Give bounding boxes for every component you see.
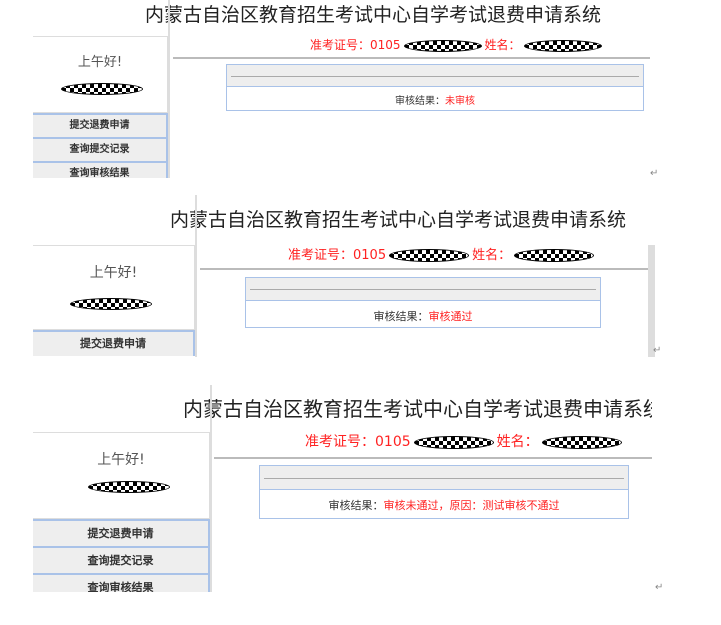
redacted-id-mask [413, 435, 494, 449]
redacted-name-mask [541, 435, 622, 449]
return-mark: ↵ [653, 345, 662, 356]
page-title: 内蒙古自治区教育招生考试中心自学考试退费申请系统 [183, 397, 652, 421]
review-result: 审核结果：审核未通过，原因：测试审核不通过 [260, 497, 628, 513]
redacted-id-mask [403, 39, 482, 52]
return-mark: ↵ [655, 582, 664, 593]
result-value: 未审核 [445, 96, 475, 107]
result-value: 审核未通过，原因：测试审核不通过 [383, 499, 560, 512]
redacted-name-mask [88, 481, 170, 493]
redacted-name-mask [61, 83, 143, 95]
result-box: 审核结果：审核通过 [245, 277, 601, 328]
screenshot-approved: 内蒙古自治区教育招生考试中心自学考试退费申请系统 上午好! 提交退费申请 准考证… [33, 195, 657, 357]
result-label: 审核结果： [395, 96, 445, 107]
review-result: 审核结果：未审核 [227, 92, 643, 107]
name-label: 姓名： [496, 434, 539, 450]
redacted-id-mask [389, 249, 470, 262]
name-label: 姓名： [484, 38, 521, 52]
result-box-header [227, 65, 643, 87]
menu-query-result[interactable]: 查询审核结果 [33, 161, 168, 178]
menu-submit-refund[interactable]: 提交退费申请 [33, 519, 210, 546]
user-info: 准考证号：0105 姓名： [305, 431, 625, 451]
exam-id-label: 准考证号：0105 [310, 38, 401, 52]
exam-id-label: 准考证号：0105 [288, 248, 387, 263]
result-box: 审核结果：审核未通过，原因：测试审核不通过 [259, 465, 629, 519]
result-box-header [260, 466, 628, 490]
return-mark: ↵ [650, 168, 659, 179]
result-value: 审核通过 [428, 310, 473, 323]
greeting-card: 上午好! [33, 432, 210, 519]
greeting-text: 上午好! [77, 55, 123, 70]
menu-submit-refund[interactable]: 提交退费申请 [33, 330, 195, 356]
greeting-card: 上午好! [33, 245, 195, 330]
page-title: 内蒙古自治区教育招生考试中心自学考试退费申请系统 [145, 4, 602, 26]
result-label: 审核结果： [328, 499, 384, 512]
screenshot-rejected: 内蒙古自治区教育招生考试中心自学考试退费申请系统 上午好! 提交退费申请 查询提… [33, 385, 652, 592]
sidebar: 上午好! 提交退费申请 [33, 195, 197, 357]
result-box-header [246, 278, 600, 301]
result-label: 审核结果： [373, 310, 429, 323]
greeting-text: 上午好! [97, 452, 145, 468]
divider [200, 268, 648, 270]
page-title: 内蒙古自治区教育招生考试中心自学考试退费申请系统 [170, 209, 627, 231]
divider [214, 457, 652, 459]
review-result: 审核结果：审核通过 [246, 308, 600, 324]
greeting-text: 上午好! [89, 265, 138, 281]
greeting-card: 上午好! [33, 36, 168, 113]
screenshot-unreviewed: 内蒙古自治区教育招生考试中心自学考试退费申请系统 上午好! 提交退费申请 查询提… [33, 0, 650, 178]
menu-query-records[interactable]: 查询提交记录 [33, 546, 210, 573]
redacted-name-mask [514, 249, 595, 262]
divider [173, 57, 650, 59]
menu-submit-refund[interactable]: 提交退费申请 [33, 113, 168, 137]
user-info: 准考证号：0105 姓名： [288, 244, 597, 263]
menu-query-result[interactable]: 查询审核结果 [33, 573, 210, 592]
sidebar: 上午好! 提交退费申请 查询提交记录 查询审核结果 [33, 385, 212, 592]
exam-id-label: 准考证号：0105 [305, 434, 411, 450]
user-info: 准考证号：0105 姓名： [310, 36, 605, 53]
redacted-name-mask [70, 298, 152, 310]
scrollbar[interactable] [648, 245, 655, 357]
name-label: 姓名： [472, 248, 512, 263]
redacted-name-mask [523, 39, 602, 52]
sidebar: 上午好! 提交退费申请 查询提交记录 查询审核结果 [33, 0, 170, 178]
menu-query-records[interactable]: 查询提交记录 [33, 137, 168, 161]
result-box: 审核结果：未审核 [226, 64, 644, 111]
